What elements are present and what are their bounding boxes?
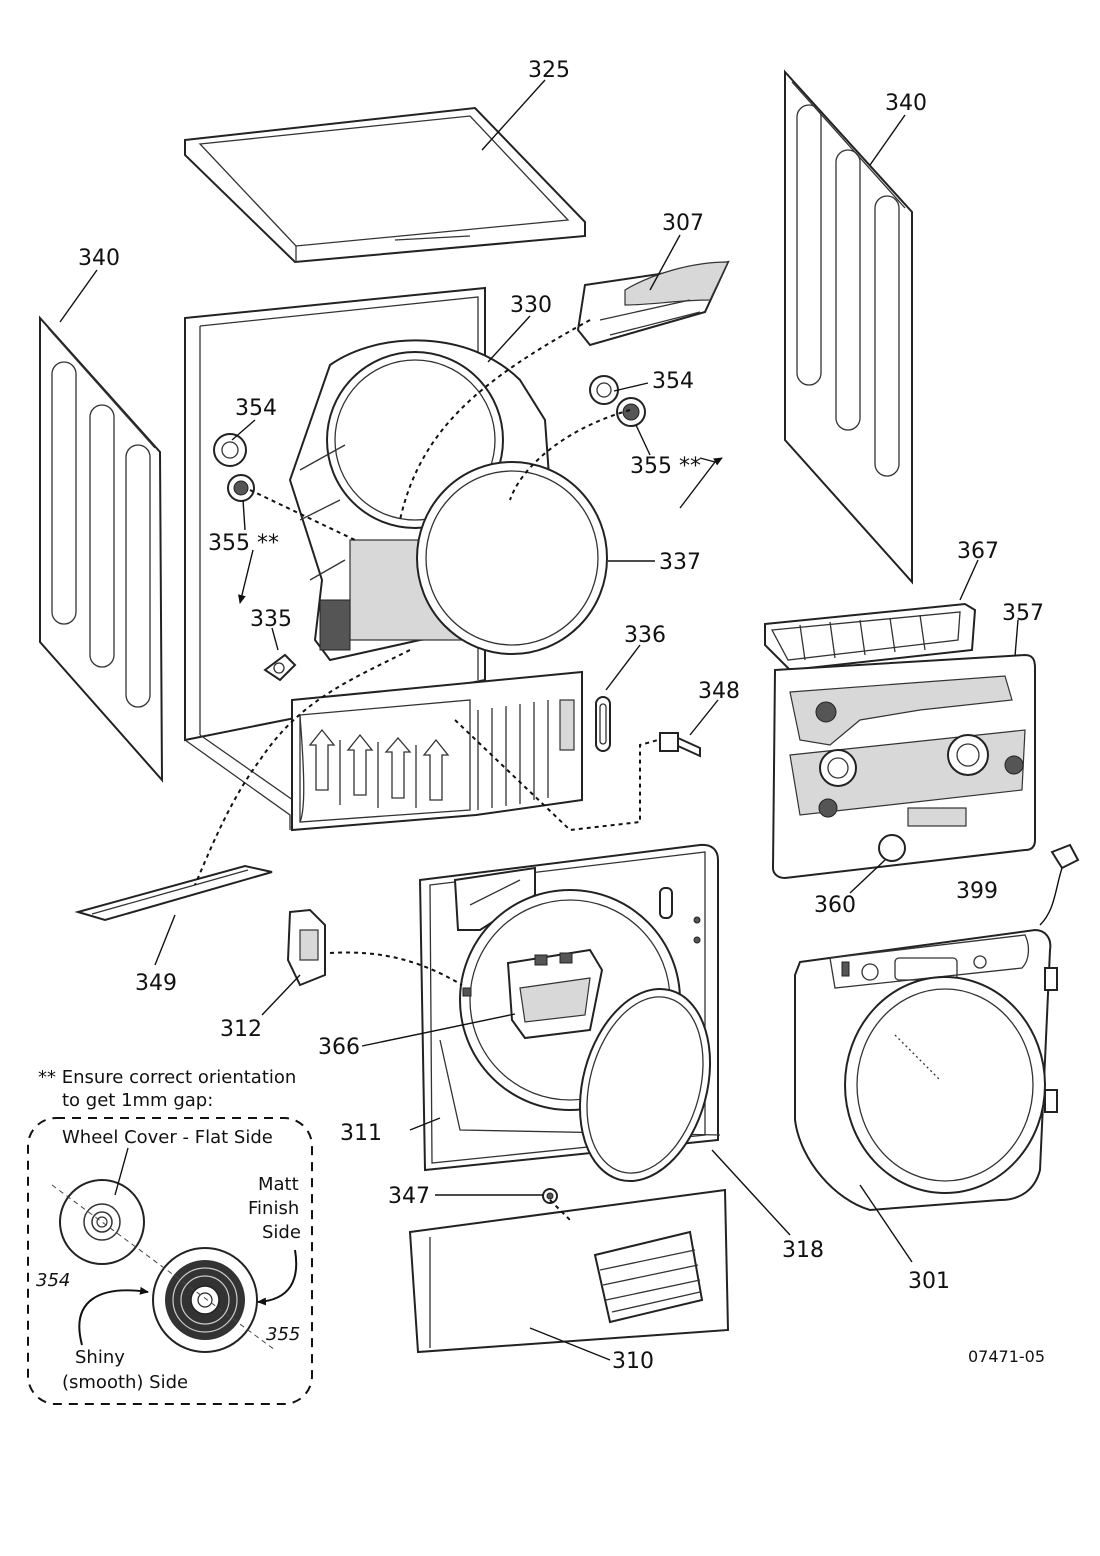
label-355-right: 355 ** [630,454,701,479]
lower-rear-panel [291,670,583,832]
label-399: 399 [956,879,998,904]
kickplate-part [408,1188,730,1354]
label-340-left: 340 [78,246,120,271]
label-318: 318 [782,1238,824,1263]
orientation-note: ** Ensure correct orientation to get 1mm… [27,1067,313,1405]
label-367: 367 [957,539,999,564]
label-349: 349 [135,971,177,996]
foot-part [542,1188,558,1204]
label-307: 307 [662,211,704,236]
note-line-2: to get 1mm gap: [62,1090,213,1111]
right-side-panel-part [784,69,913,585]
label-360: 360 [814,893,856,918]
part-labels: 325 340 340 307 330 354 355 ** 354 355 *… [78,58,1044,1374]
note-354: 354 [36,1270,70,1291]
label-335: 335 [250,607,292,632]
note-shiny-2: (smooth) Side [62,1372,188,1393]
bracket-part [263,653,297,682]
label-330: 330 [510,293,552,318]
fascia-top-part [764,602,977,672]
label-354-right: 354 [652,369,694,394]
label-355-left: 355 ** [208,531,279,556]
label-354-left: 354 [235,396,277,421]
label-336: 336 [624,623,666,648]
note-355: 355 [266,1324,300,1345]
note-matt-2: Finish [248,1198,299,1219]
control-board-part [771,653,1036,880]
connection-lines [194,319,659,1221]
label-337: 337 [659,550,701,575]
drawing-code: 07471-05 [968,1347,1045,1366]
left-side-panel-part [39,315,164,783]
label-325: 325 [528,58,570,83]
note-wheel-cover: Wheel Cover - Flat Side [62,1127,273,1148]
console-door-part [794,928,1058,1212]
label-348: 348 [698,679,740,704]
label-357: 357 [1002,601,1044,626]
door-ring-part [578,987,712,1183]
label-310: 310 [612,1349,654,1374]
door-seal-part [416,461,608,655]
right-wheel-parts [589,375,646,427]
label-312: 312 [220,1017,262,1042]
label-366: 366 [318,1035,360,1060]
note-matt-1: Matt [258,1174,299,1195]
top-cover-part [184,106,586,264]
connector-part [1039,843,1080,926]
note-box [27,1117,313,1405]
note-line-1: ** Ensure correct orientation [38,1067,296,1088]
latch-part [595,696,611,752]
hinge-part [286,908,326,987]
label-301: 301 [908,1269,950,1294]
wheel-cover-disc [59,1179,145,1265]
label-311: 311 [340,1121,382,1146]
door-handle-part [506,948,604,1040]
note-shiny-1: Shiny [75,1347,125,1368]
filter-part [576,260,730,347]
note-matt-3: Side [262,1222,301,1243]
label-347: 347 [388,1184,430,1209]
label-340-right: 340 [885,91,927,116]
screw-part [659,732,701,758]
plinth-strip-part [74,864,273,922]
left-wheel-parts [213,433,255,502]
leader-lines [59,79,1019,1361]
